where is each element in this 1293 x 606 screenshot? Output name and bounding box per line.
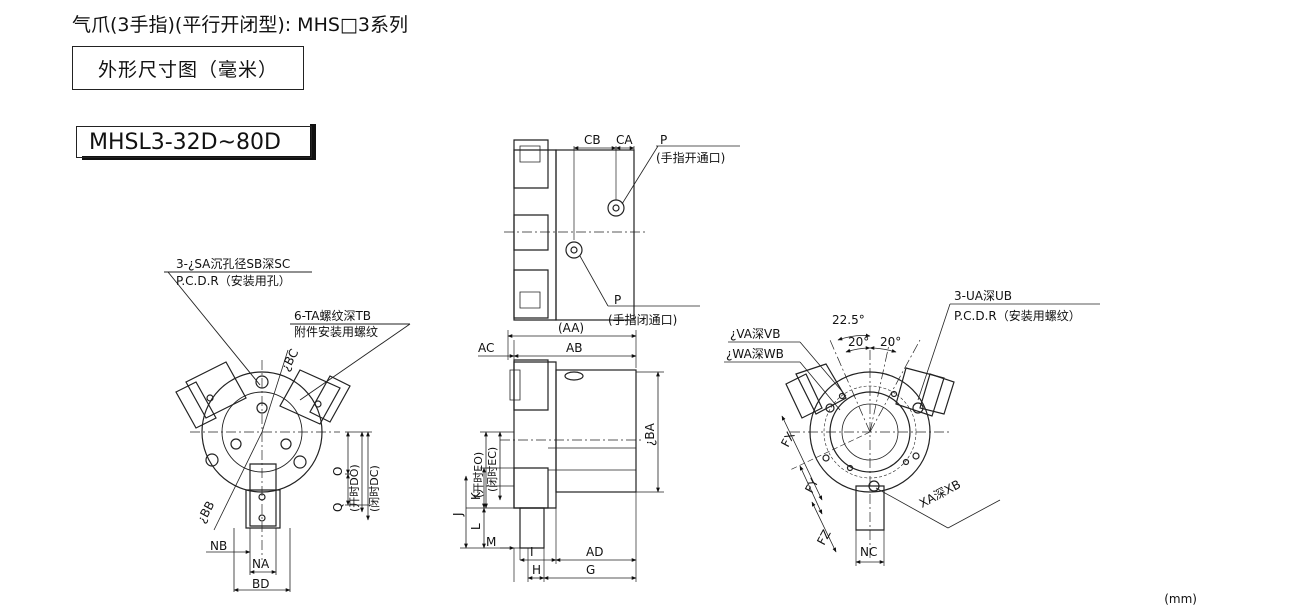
dim-j: J xyxy=(451,512,465,517)
callout-xa: XA深XB xyxy=(917,477,963,510)
port-p-close: P xyxy=(614,293,621,307)
section-label-box: 外形尺寸图（毫米） xyxy=(72,46,304,90)
dim-ba: ¿BA xyxy=(643,422,657,446)
dim-l: L xyxy=(469,523,483,530)
dim-m: M xyxy=(486,535,496,549)
dim-fz: FZ xyxy=(814,527,833,547)
dim-ab: AB xyxy=(566,341,582,355)
callout-sa: 3-¿SA沉孔径SB深SC xyxy=(176,257,290,271)
rear-view xyxy=(724,303,1100,566)
model-box-shadow-right xyxy=(310,124,316,156)
port-close-note: (手指闭通口) xyxy=(608,312,677,327)
callout-wa: ¿WA深WB xyxy=(726,347,784,361)
front-view xyxy=(164,271,411,592)
callout-va: ¿VA深VB xyxy=(730,327,780,341)
dim-nb: NB xyxy=(210,539,227,553)
callout-pcdr-thread: P.C.D.R（安装用螺纹） xyxy=(954,308,1081,323)
port-open-note: (手指开通口) xyxy=(656,150,725,165)
dim-fx: FX xyxy=(778,429,797,449)
callout-ua: 3-UA深UB xyxy=(954,289,1012,303)
angle-20-left: 20° xyxy=(848,335,869,349)
dim-i: I xyxy=(530,545,534,559)
angle-22-5: 22.5° xyxy=(832,313,865,327)
top-view xyxy=(504,139,740,321)
model-label-box: MHSL3-32D~80D xyxy=(76,126,312,158)
dim-bd: BD xyxy=(252,577,269,591)
side-view xyxy=(460,330,664,582)
page-title: 气爪(3手指)(平行开闭型): MHS□3系列 xyxy=(72,14,408,36)
dim-ec: (闭时EC) xyxy=(486,447,499,492)
dim-na: NA xyxy=(252,557,270,571)
port-p-open: P xyxy=(660,133,667,147)
dim-do: (开时DO) xyxy=(348,464,361,512)
dim-nc: NC xyxy=(860,545,877,559)
angle-20-right: 20° xyxy=(880,335,901,349)
dim-aa: (AA) xyxy=(558,321,584,335)
dim-ca: CA xyxy=(616,133,633,147)
dim-fy: FY xyxy=(802,476,821,496)
dim-ac: AC xyxy=(478,341,494,355)
unit-label: (mm) xyxy=(1164,592,1197,606)
callout-ta: 6-TA螺纹深TB xyxy=(294,309,371,323)
dim-o: O xyxy=(331,467,345,476)
dim-eo: (开时EO) xyxy=(472,452,485,498)
dim-h: H xyxy=(532,563,541,577)
dim-ad: AD xyxy=(586,545,603,559)
dim-bc: ¿BC xyxy=(278,347,301,374)
callout-ta-note: 附件安装用螺纹 xyxy=(294,324,378,339)
dim-bb: ¿BB xyxy=(194,499,217,526)
dim-dc: (闭时DC) xyxy=(368,465,381,512)
dim-q: Q xyxy=(331,503,345,512)
dim-cb: CB xyxy=(584,133,601,147)
dim-k: K xyxy=(469,491,483,500)
dim-g: G xyxy=(586,563,595,577)
model-box-shadow-bottom xyxy=(82,156,316,160)
callout-pcdr-mount: P.C.D.R（安装用孔） xyxy=(176,273,291,288)
